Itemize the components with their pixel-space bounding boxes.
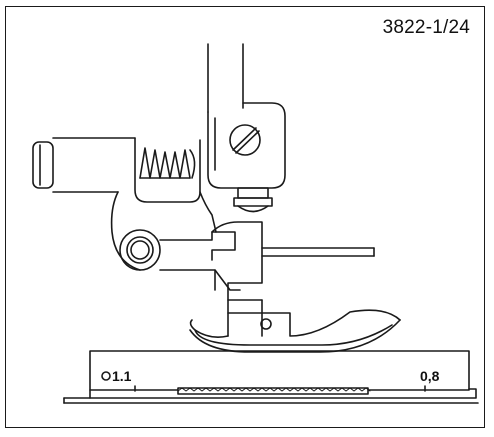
- gauge-right-label: 0,8: [420, 368, 440, 384]
- pivot-screw-icon: [119, 229, 161, 271]
- presser-bar: [207, 43, 244, 113]
- gauge-plate: [89, 350, 470, 392]
- clamp-block: [207, 102, 286, 189]
- spring: [139, 147, 196, 179]
- foot-sole: [189, 309, 401, 353]
- needle-plate: [63, 388, 479, 404]
- gauge-hole-icon: [101, 371, 111, 381]
- feed-dog: [177, 387, 371, 395]
- foot-shank: [159, 221, 263, 337]
- figure-number: 3822-1/24: [382, 17, 470, 38]
- foot-hole-icon: [260, 318, 272, 330]
- side-knob: [32, 137, 136, 193]
- clamp-screw-icon: [229, 124, 261, 156]
- gauge-left-label: 1.1: [112, 368, 132, 384]
- guide-rod: [261, 247, 375, 257]
- lifter-arm: [110, 137, 217, 271]
- figure-frame: 3822-1/24: [5, 6, 485, 428]
- clamp-nut: [233, 187, 273, 213]
